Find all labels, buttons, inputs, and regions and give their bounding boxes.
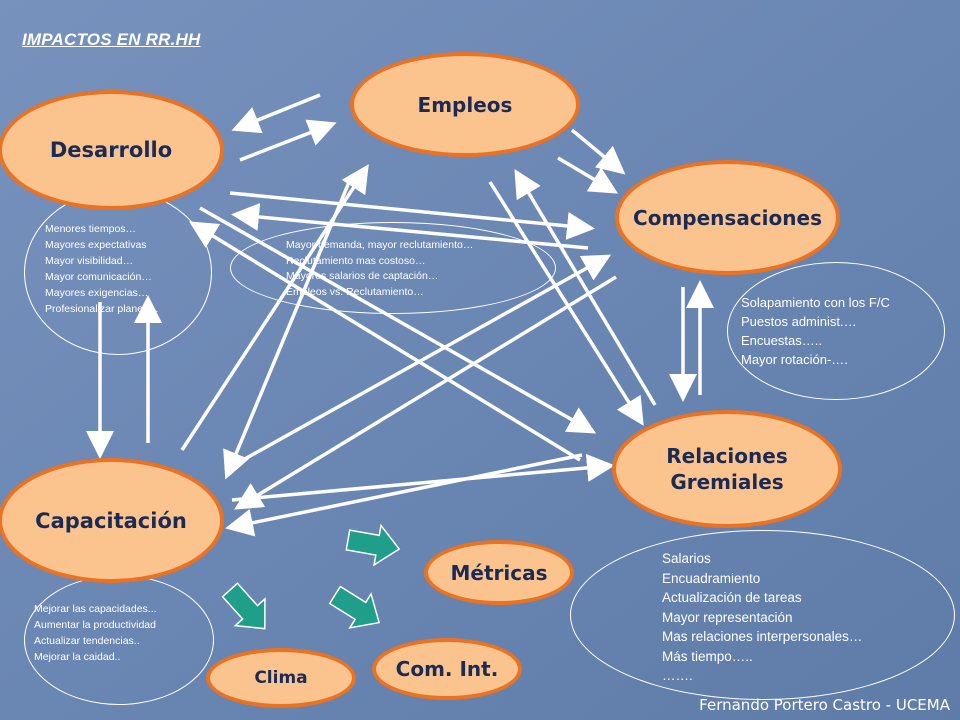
relaciones-note-line: Actualización de tareas [662,590,802,605]
node-capacitacion-label: Capacitación [35,508,187,533]
connector-arrow [234,275,617,510]
connector-arrow [231,93,321,134]
node-relaciones-gremiales: Relaciones Gremiales [612,410,842,528]
node-clima: Clima [206,648,356,708]
relaciones-notes-bubble [570,530,955,700]
desarrollo-note-line: Mayores expectativas [45,239,147,251]
slide-title: IMPACTOS EN RR.HH [22,30,201,49]
node-metricas-label: Métricas [450,560,548,585]
connector-arrow [239,119,337,162]
node-relaciones-label-line2: Gremiales [670,470,784,494]
block-arrow [221,582,266,630]
node-desarrollo: Desarrollo [0,90,224,210]
compensaciones-note-line: Mayor rotación-…. [741,352,848,367]
node-compensaciones-label: Compensaciones [633,205,822,230]
desarrollo-note-line: Mayor visibilidad… [45,255,134,267]
node-clima-label: Clima [254,668,308,688]
desarrollo-note-line: Profesionalizar planes… [45,303,159,315]
node-empleos: Empleos [350,52,580,157]
empleos-note-line: Mayor demanda, mayor reclutamiento… [286,239,474,251]
empleos-notes-bubble [230,222,556,314]
empleos-notes: Mayor demanda, mayor reclutamiento… Reclu… [286,238,473,300]
connector-arrow [231,453,615,502]
slide-footer: Fernando Portero Castro - UCEMA [699,696,950,714]
empleos-note-line: Mayores salarios de captación… [286,270,439,282]
block-arrows [221,523,401,630]
relaciones-note-line: Mayor representación [662,609,793,625]
connector-arrow [488,181,644,426]
connector-arrow [229,191,595,240]
compensaciones-notes: Solapamiento con los F/C Puestos administ… [741,293,890,369]
node-empleos-label: Empleos [417,92,513,117]
capacitacion-note-line: Mejorar las capacidades... [34,603,157,615]
empleos-note-line: Empleos vs. Reclutamiento… [286,285,424,298]
connector-arrow [514,168,657,406]
block-arrow [345,523,401,567]
connector-arrow [570,128,626,175]
relaciones-note-line: Encuadramiento [662,570,761,586]
connector-arrow [225,453,583,537]
connector-arrow [557,156,619,194]
relaciones-note-line: Mas relaciones interpersonales… [662,629,863,644]
capacitacion-note-line: Aumentar la productividad [34,619,156,631]
compensaciones-note-line: Puestos administ.… [741,314,857,329]
capacitacion-note-line: Mejorar la caidad.. [34,651,121,663]
node-com-int: Com. Int. [372,638,522,700]
node-capacitacion: Capacitación [0,458,224,583]
relaciones-note-line: Más tiempo….. [662,648,753,664]
empleos-note-line: Reclutamiento mas costoso… [286,254,426,267]
connector-arrows [86,93,714,537]
relaciones-note-line: Salarios [662,551,711,566]
desarrollo-note-line: Menores tiempos… [45,223,137,235]
compensaciones-note-line: Solapamiento con los F/C [741,295,890,310]
node-metricas: Métricas [424,540,574,605]
node-compensaciones: Compensaciones [615,160,840,275]
desarrollo-note-line: Mayor comunicación… [45,271,152,283]
node-com-int-label: Com. Int. [395,657,499,681]
node-relaciones-label-line1: Relaciones [666,444,788,468]
capacitacion-note-line: Actualizar tendencias.. [34,635,140,647]
compensaciones-note-line: Encuestas….. [741,333,822,348]
relaciones-note-line: ……. [662,668,693,683]
capacitacion-notes: Mejorar las capacidades... Aumentar la pr… [34,601,157,665]
connector-arrow [224,254,612,472]
node-desarrollo-label: Desarrollo [49,138,173,162]
desarrollo-note-line: Mayores exigencias… [45,287,149,299]
block-arrow [328,585,381,629]
compensaciones-notes-bubble [727,262,945,400]
